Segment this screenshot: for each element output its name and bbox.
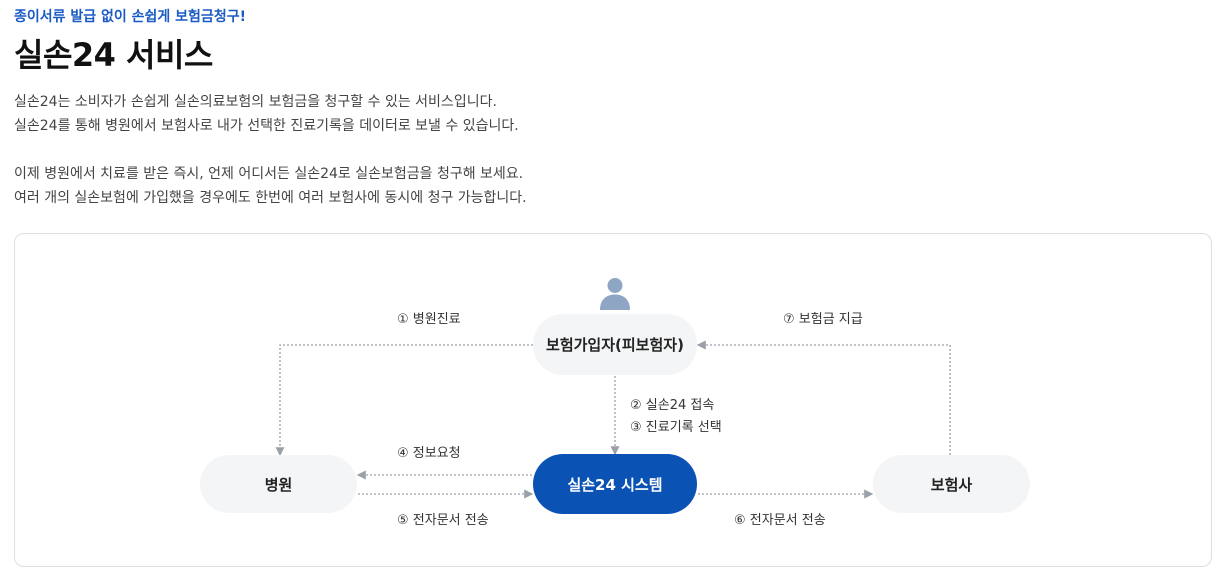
service-description: 실손24는 소비자가 손쉽게 실손의료보험의 보험금을 청구할 수 있는 서비스…: [14, 90, 527, 210]
step-7-label: ⑦ 보험금 지급: [783, 312, 863, 327]
node-insured: 보험가입자(피보험자): [533, 314, 697, 375]
step-2-label: ② 실손24 접속: [630, 398, 715, 413]
description-line-3: 이제 병원에서 치료를 받은 즉시, 언제 어디서든 실손24로 실손보험금을 …: [14, 166, 524, 182]
arrow-insurer-to-insured: [696, 340, 951, 455]
description-line-2: 실손24를 통해 병원에서 보험사로 내가 선택한 진료기록을 데이터로 보낼 …: [14, 118, 519, 134]
step-1-label: ① 병원진료: [397, 312, 461, 327]
node-hospital: 병원: [200, 455, 357, 513]
step-6-label: ⑥ 전자문서 전송: [734, 513, 826, 528]
description-line-4: 여러 개의 실손보험에 가입했을 경우에도 한번에 여러 보험사에 동시에 청구…: [14, 190, 527, 206]
flow-connectors: [275, 340, 951, 499]
tagline: 종이서류 발급 없이 손쉽게 보험금청구!: [14, 9, 246, 25]
step-4-label: ④ 정보요청: [397, 446, 461, 461]
description-line-1: 실손24는 소비자가 손쉽게 실손의료보험의 보험금을 청구할 수 있는 서비스…: [14, 94, 497, 110]
node-insurer: 보험사: [873, 455, 1030, 513]
service-flow-diagram: 보험가입자(피보험자) 병원 실손24 시스템 보험사 ① 병원진료 ② 실손2…: [14, 233, 1212, 567]
step-5-label: ⑤ 전자문서 전송: [397, 513, 489, 528]
page-title: 실손24 서비스: [14, 36, 213, 74]
arrow-insured-to-hospital: [275, 344, 533, 457]
person-icon: [600, 278, 630, 310]
node-system: 실손24 시스템: [533, 454, 697, 514]
step-3-label: ③ 진료기록 선택: [630, 420, 722, 435]
